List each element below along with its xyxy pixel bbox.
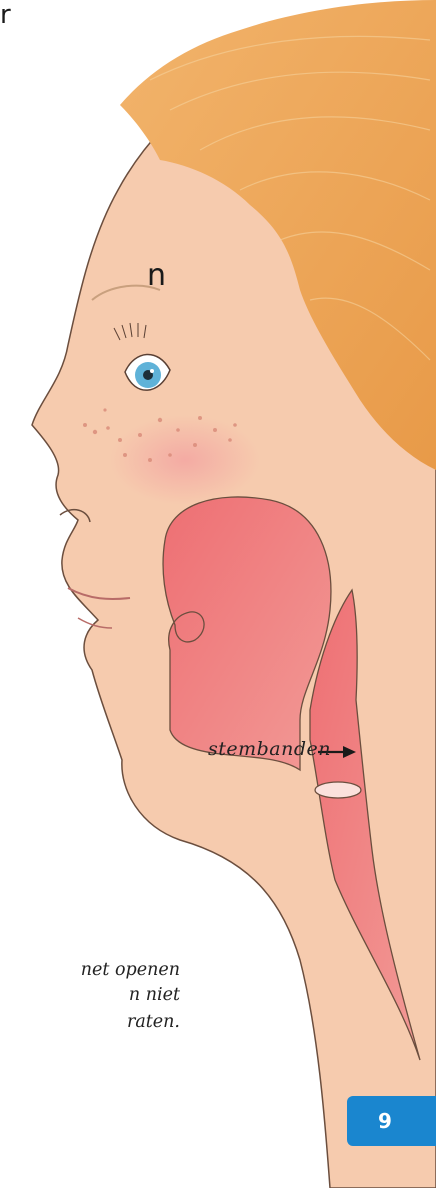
caption-line-3: raten.	[0, 1012, 180, 1032]
page-number-badge: 9	[347, 1096, 436, 1146]
caption-line-1: net openen	[0, 960, 180, 980]
heading-fragment-middle: n	[147, 258, 166, 293]
caption-line-2: n niet	[0, 985, 180, 1005]
stembanden-label: stembanden	[208, 738, 331, 760]
heading-fragment-top: r	[0, 0, 11, 30]
vocal-cords-ring	[315, 782, 361, 798]
page-number: 9	[378, 1109, 392, 1133]
